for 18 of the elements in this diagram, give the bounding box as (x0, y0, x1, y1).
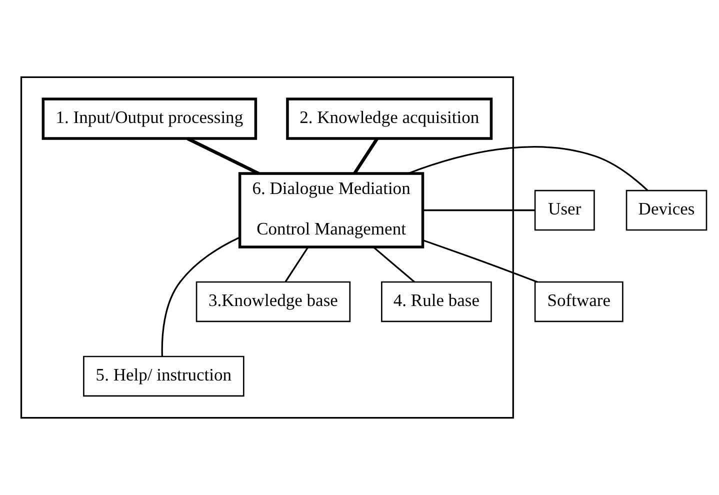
connector (422, 209, 536, 212)
node-box: 5. Help/ instruction (83, 356, 244, 397)
node-box: User (534, 190, 595, 231)
cluster (20, 76, 514, 419)
node-box: 6. Dialogue Mediation Control Management (238, 172, 424, 248)
connector (408, 146, 648, 191)
node-box: Devices (626, 190, 708, 231)
node-box: 3.Knowledge base (196, 281, 351, 322)
connector (284, 246, 309, 282)
connector (161, 236, 240, 356)
node-box: Software (534, 281, 624, 322)
connector (353, 138, 378, 174)
node-box: 4. Rule base (381, 281, 492, 322)
connector (186, 137, 260, 175)
connector (422, 239, 538, 283)
connector (372, 246, 416, 283)
node-box: 2. Knowledge acquisition (286, 98, 493, 140)
node-box: 1. Input/Output processing (42, 98, 258, 140)
